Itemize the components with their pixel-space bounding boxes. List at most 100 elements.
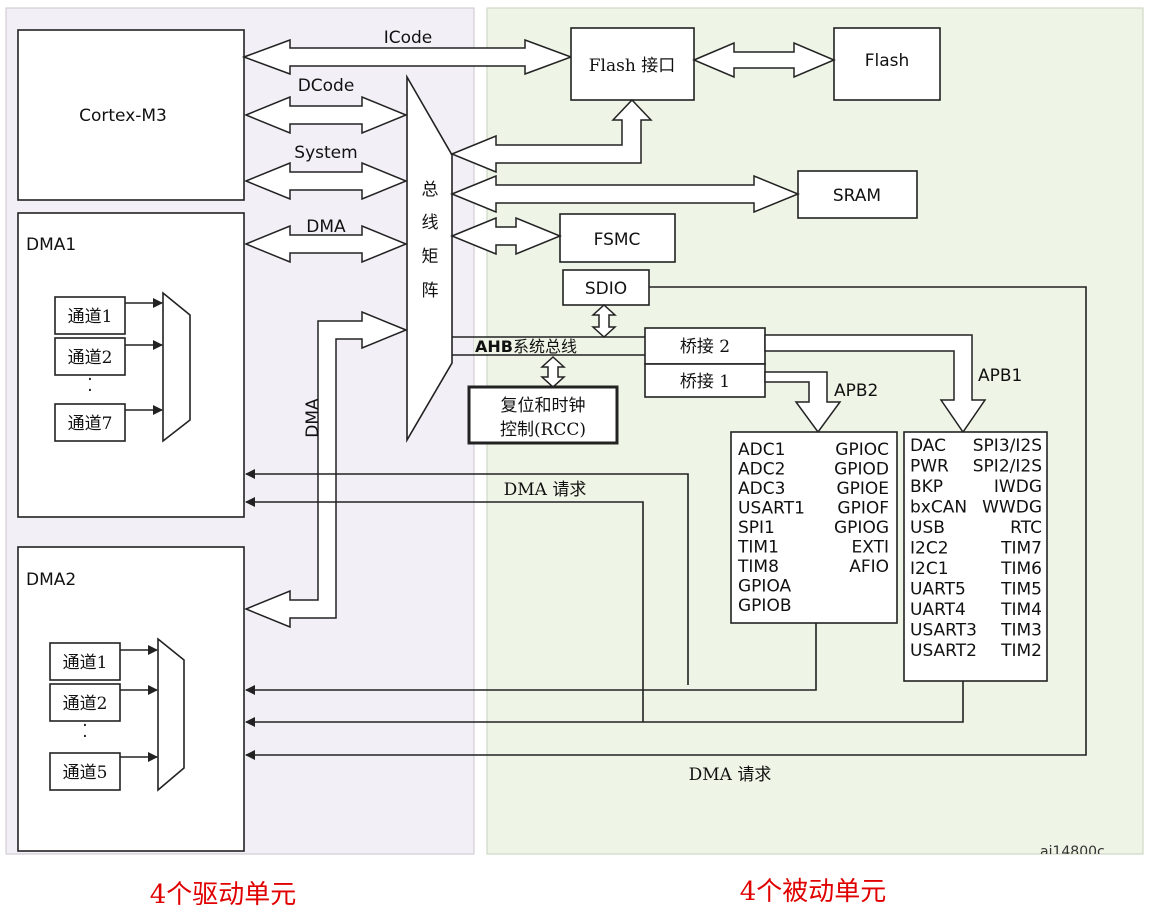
peripheral-label: I2C2 [910, 539, 949, 559]
dma1-channel-7-label: 通道7 [68, 414, 113, 434]
peripheral-label: DAC [910, 436, 946, 456]
peripheral-label: UART4 [910, 600, 966, 620]
dma1-ellipsis-2: · [87, 381, 92, 401]
system-label: System [294, 143, 357, 163]
peripheral-label: BKP [910, 477, 943, 497]
peripheral-label: UART5 [910, 580, 966, 600]
dma-bus-label: DMA [306, 217, 346, 237]
peripheral-label: IWDG [994, 477, 1042, 497]
dma2-ellipsis: · [82, 716, 87, 736]
dma2-ellipsis-2: · [82, 727, 87, 747]
peripheral-label: SPI1 [738, 518, 775, 538]
peripheral-label: TIM7 [1000, 539, 1042, 559]
matrix-to-sram-arrow [450, 174, 800, 214]
dma2-channel-2-label: 通道2 [63, 694, 108, 714]
dma2-channel-1-box [49, 642, 121, 681]
apb1-peripherals-right: SPI3/I2SSPI2/I2SIWDGWWDGRTCTIM7TIM6TIM5T… [973, 436, 1042, 661]
dcode-label: DCode [298, 76, 355, 96]
driver-units-caption: 4个驱动单元 [150, 880, 297, 910]
peripheral-label: GPIOC [835, 440, 889, 460]
fsmc-box [559, 213, 676, 263]
dma1-box [17, 212, 245, 518]
peripheral-label: SPI3/I2S [973, 436, 1042, 456]
peripheral-label: AFIO [849, 557, 889, 577]
dma-vertical-bus-arrow [244, 310, 408, 629]
flash-interface-label: Flash 接口 [589, 56, 675, 76]
rcc-label-line2: 控制(RCC) [500, 420, 586, 440]
matrix-to-fsmc-arrow [450, 216, 562, 256]
flash-label: Flash [865, 51, 910, 71]
bus-matrix [406, 74, 453, 443]
dma2-channel-2-box [49, 683, 121, 722]
dma1-channel-7-box [54, 403, 126, 442]
apb1-bus-arrow [764, 334, 987, 434]
bus-matrix-label-3: 矩 [422, 247, 439, 267]
dma1-request-line-1 [245, 469, 689, 685]
flash-box [833, 27, 941, 101]
dma1-channel-2-box [54, 337, 126, 376]
apb2-peripherals-box [730, 431, 898, 624]
apb2-label: APB2 [834, 381, 878, 401]
bridge1-label: 桥接 1 [680, 372, 730, 392]
sram-label: SRAM [833, 186, 881, 206]
peripheral-label: ADC1 [738, 440, 785, 460]
dma2-request-line-sdio [245, 286, 1087, 760]
peripheral-label: GPIOB [738, 596, 791, 616]
cortex-m3-label: Cortex-M3 [79, 106, 167, 126]
dma1-arbiter [162, 291, 191, 443]
peripheral-label: GPIOG [834, 518, 889, 538]
peripheral-label: USB [910, 518, 945, 538]
ahb-label-bg [474, 338, 612, 354]
peripheral-label: GPIOA [738, 577, 792, 597]
bus-matrix-label-1: 总 [422, 180, 439, 200]
flash-link-arrow [692, 41, 836, 79]
apb1-label: APB1 [978, 366, 1022, 386]
dma1-ellipsis: · [87, 370, 92, 390]
peripheral-label: I2C1 [910, 559, 949, 579]
rcc-box [467, 385, 619, 445]
passive-units-caption: 4个被动单元 [740, 877, 887, 907]
dma-request-label-1: DMA 请求 [504, 480, 587, 500]
apb1-peripherals-left: DACPWRBKPbxCANUSBI2C2I2C1UART5UART4USART… [910, 436, 977, 661]
rcc-label-line1: 复位和时钟 [501, 396, 586, 416]
ahb-label: AHB系统总线 [475, 337, 577, 356]
dcode-bus-arrow [244, 95, 408, 135]
peripheral-label: RTC [1010, 518, 1042, 538]
dma-bus-arrow [244, 224, 408, 264]
peripheral-label: TIM4 [1000, 600, 1042, 620]
figure-code: ai14800c [1040, 844, 1105, 860]
dma2-request-line-apb2 [245, 623, 817, 695]
bus-matrix-label-2: 线 [422, 213, 439, 233]
bridge2-box [644, 327, 766, 365]
dma2-channel-5-box [49, 752, 121, 791]
peripheral-label: TIM2 [1000, 641, 1042, 661]
peripheral-label: GPIOE [836, 479, 889, 499]
dma1-channel-2-label: 通道2 [68, 348, 113, 368]
peripheral-label: GPIOF [837, 499, 889, 519]
peripheral-label: bxCAN [910, 498, 967, 518]
peripheral-label: TIM1 [737, 538, 779, 558]
peripheral-label: TIM3 [1000, 621, 1042, 641]
dma2-channel-1-label: 通道1 [63, 653, 108, 673]
system-bus-arrow [244, 161, 408, 201]
dma-vertical-label: DMA [303, 398, 323, 438]
cortex-m3-box [17, 29, 245, 201]
sram-box [797, 170, 918, 219]
peripheral-label: SPI2/I2S [973, 457, 1042, 477]
fsmc-label: FSMC [594, 230, 641, 250]
bridge1-box [644, 363, 766, 398]
flash-interface-box [570, 27, 695, 101]
peripheral-label: EXTI [852, 538, 890, 558]
dma1-channel-1-box [54, 296, 126, 335]
dma2-request-line-apb1 [245, 681, 964, 727]
dma-request-label-2: DMA 请求 [689, 765, 772, 785]
dma2-arbiter [157, 637, 185, 792]
peripheral-label: USART1 [738, 499, 805, 519]
peripheral-label: TIM8 [737, 557, 779, 577]
sdio-label: SDIO [585, 279, 627, 299]
peripheral-label: GPIOD [834, 460, 889, 480]
icode-label: ICode [384, 28, 433, 48]
peripheral-label: PWR [910, 457, 949, 477]
